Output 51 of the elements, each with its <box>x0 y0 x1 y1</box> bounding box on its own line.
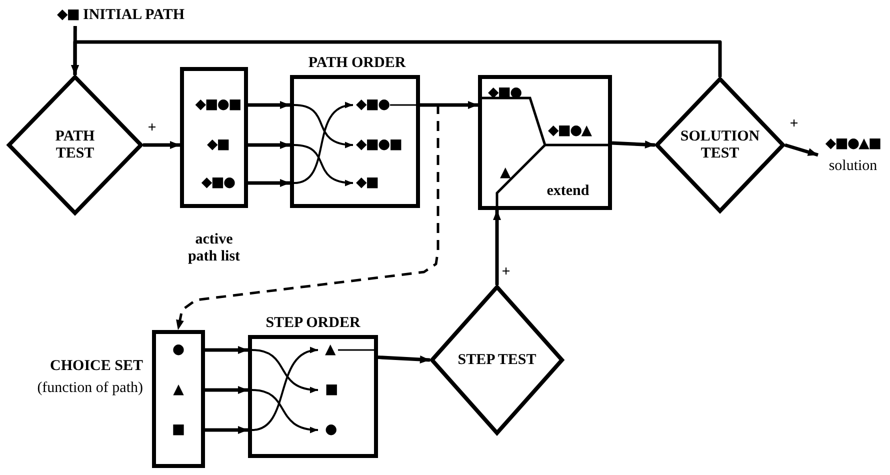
arrow <box>420 101 478 109</box>
arrow <box>784 143 818 157</box>
symbol-glyph: ■ <box>325 382 338 398</box>
symbol-sequence: ◆■ <box>57 7 79 23</box>
set-note: (function of path) <box>37 380 143 396</box>
arrow <box>205 386 248 394</box>
decision-diamond <box>430 285 564 435</box>
symbol-sequence: ◆■ <box>207 137 229 153</box>
symbol-glyph: ■ <box>172 422 184 438</box>
symbol-glyph: ▲ <box>325 342 335 358</box>
list-box <box>180 67 248 208</box>
symbol-sequence: ◆■● <box>356 97 390 113</box>
symbol-glyph: ● <box>172 342 184 358</box>
arrow <box>248 101 290 109</box>
symbol-sequence: ◆■●▲■ <box>825 136 881 152</box>
symbol-sequence: ◆■● <box>201 175 235 191</box>
symbol-sequence: ◆■●■ <box>195 97 241 113</box>
arrow <box>493 210 501 285</box>
plus-sign: + <box>148 120 156 136</box>
decision-label: SOLUTION TEST <box>680 128 760 162</box>
list-box <box>152 330 205 468</box>
arrow <box>378 355 430 364</box>
decision-label: STEP TEST <box>457 352 537 368</box>
heading-label: INITIAL PATH <box>83 6 185 24</box>
symbol-sequence: ◆■●▲ <box>548 123 591 139</box>
set-label: CHOICE SET <box>50 358 143 374</box>
symbol-sequence: ◆■ <box>356 175 378 191</box>
decision-label: PATH TEST <box>54 128 96 162</box>
box-heading: PATH ORDER <box>308 54 406 72</box>
arrow <box>71 26 80 75</box>
arrow <box>612 140 656 149</box>
arrow <box>248 179 290 187</box>
arrow <box>71 40 722 77</box>
symbol-glyph: ● <box>325 422 336 438</box>
arrow <box>248 141 290 149</box>
process-box <box>478 75 612 210</box>
decision-diamond <box>655 77 785 213</box>
symbol-glyph: ▲ <box>173 382 183 398</box>
decision-diamond <box>7 75 143 215</box>
result-text: solution <box>828 158 878 174</box>
arrow <box>143 141 180 149</box>
operation-label: extend <box>546 182 590 200</box>
plus-sign: + <box>502 264 510 280</box>
symbol-sequence: ◆■●■ <box>356 137 402 153</box>
caption-text: active path list <box>186 232 242 264</box>
plus-sign: + <box>790 116 798 132</box>
box-heading: STEP ORDER <box>266 314 360 332</box>
dashed-arrow <box>176 104 440 330</box>
arrow <box>205 426 248 434</box>
arrow <box>205 346 248 354</box>
symbol-sequence: ▲ <box>500 165 510 181</box>
